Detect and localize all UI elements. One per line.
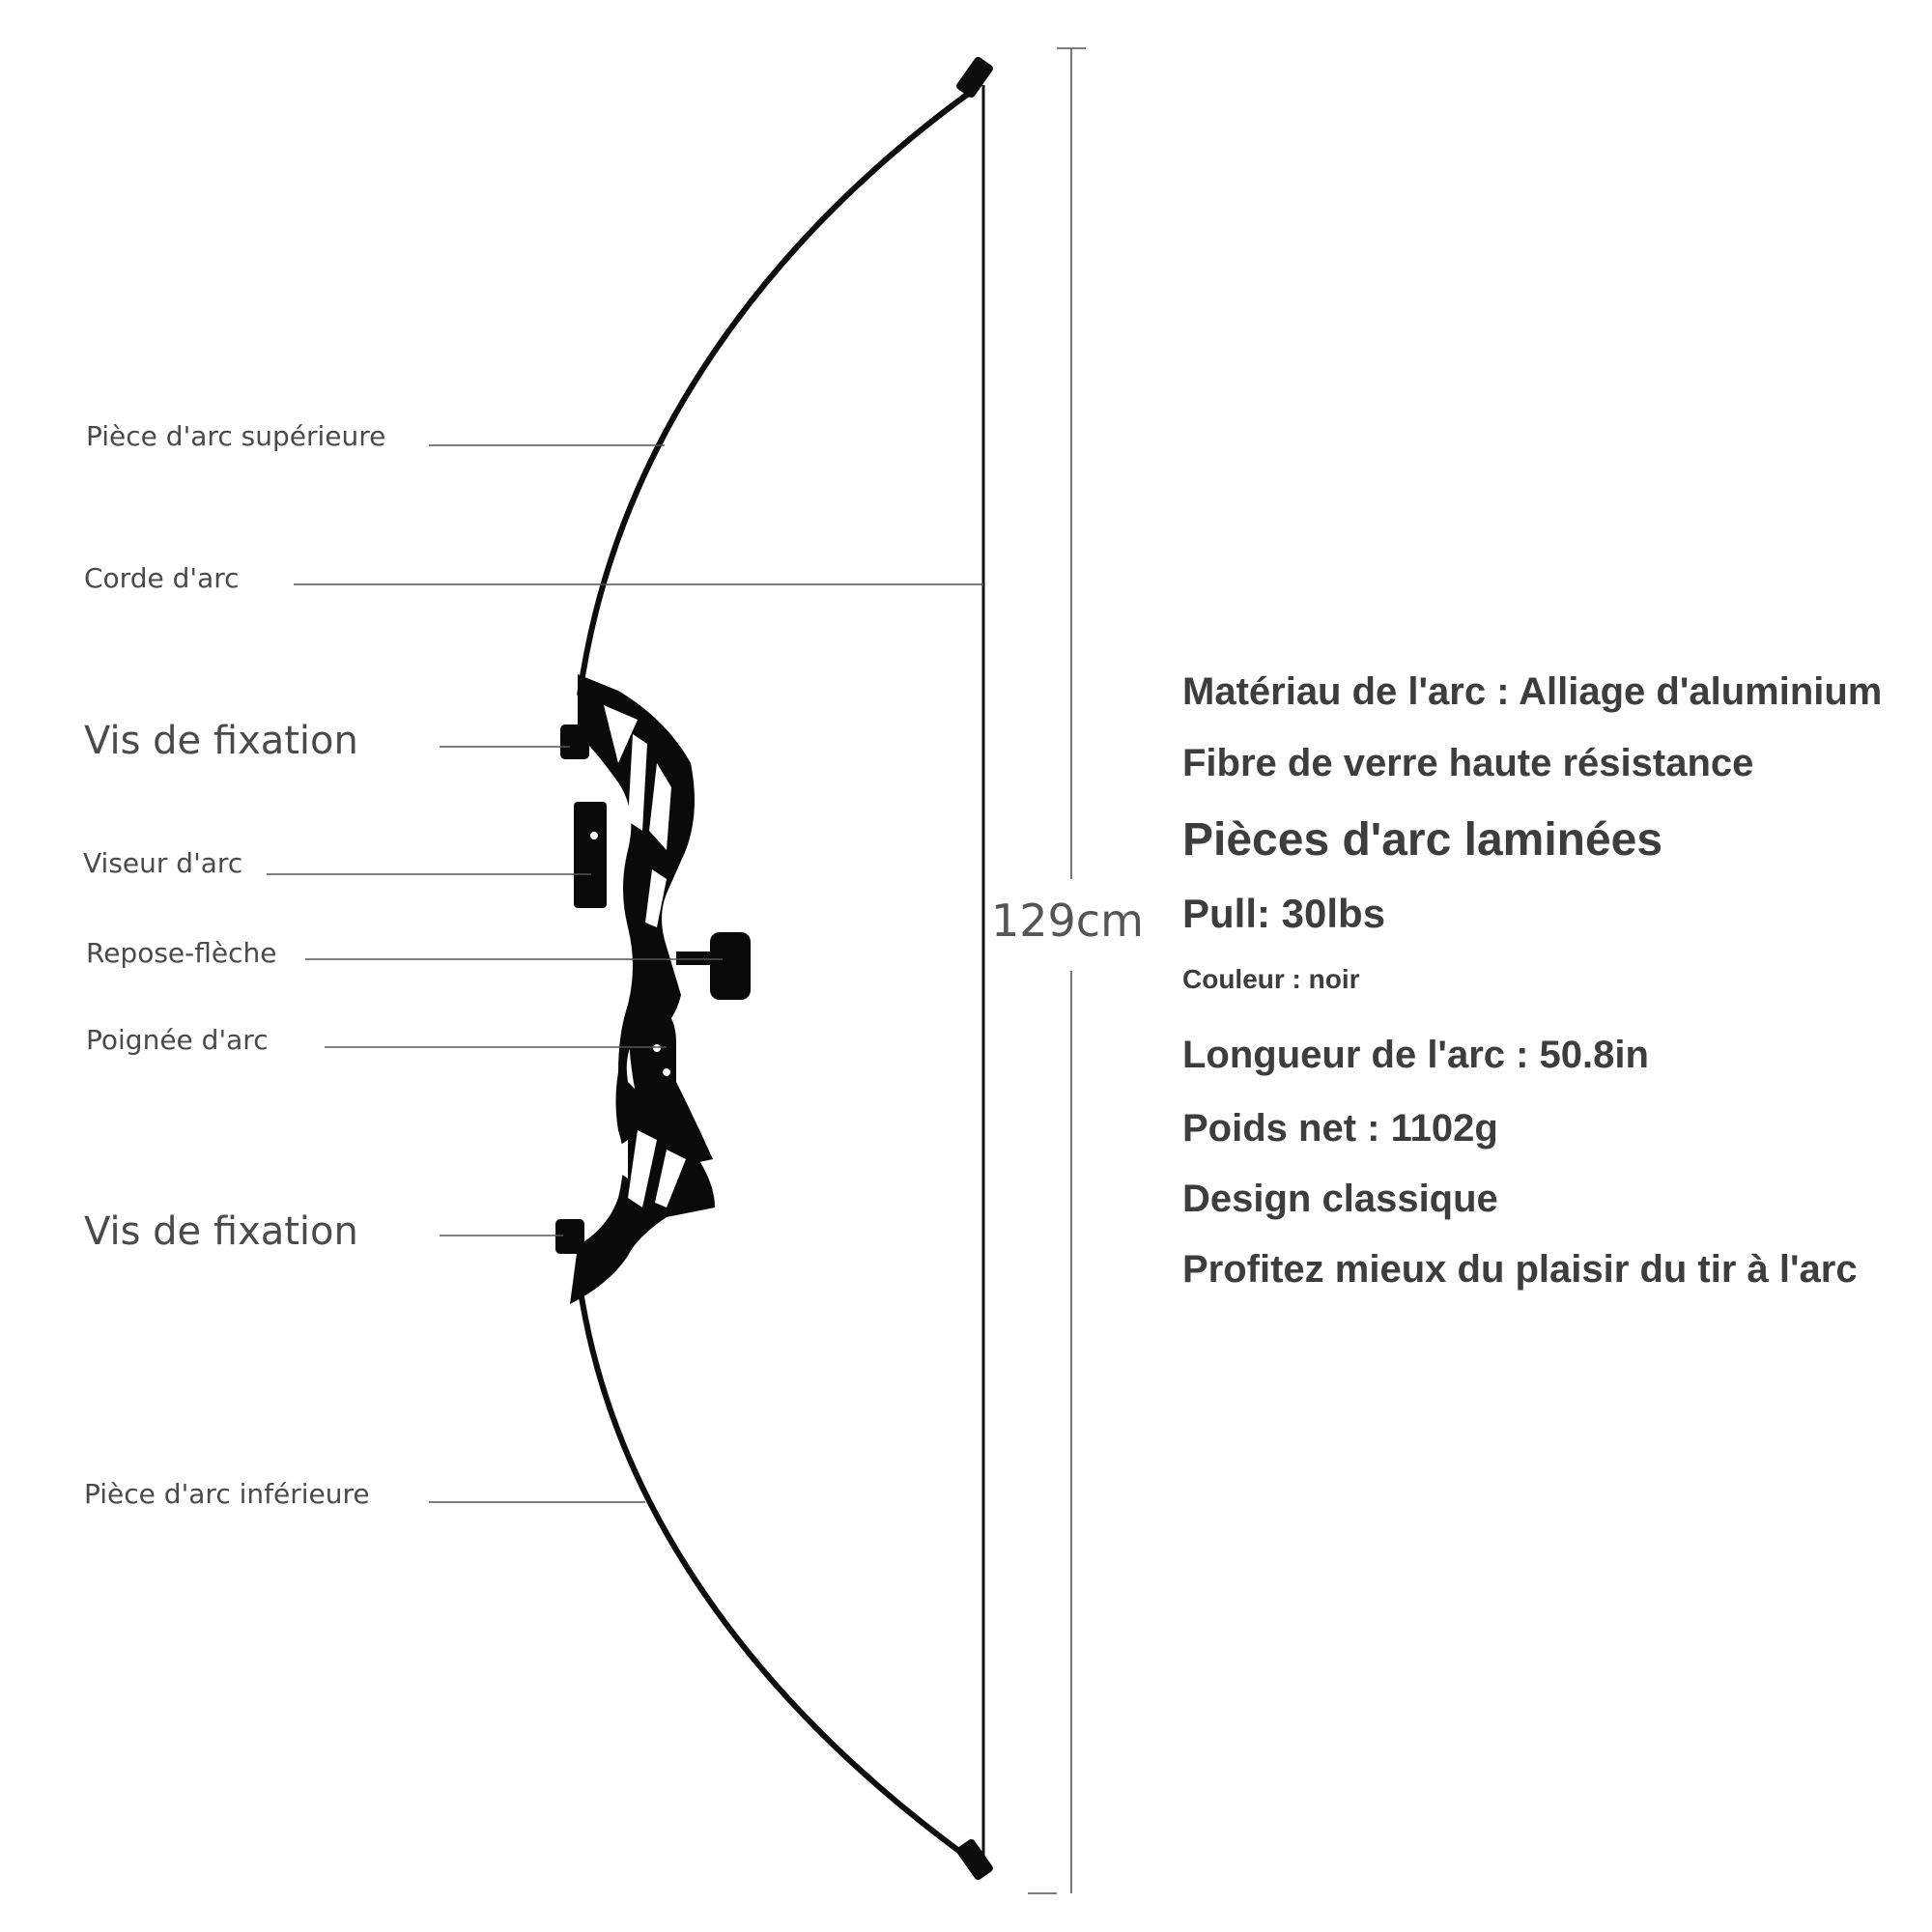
- grip-body: [628, 1003, 713, 1169]
- label-arrow-rest: Repose-flèche: [86, 937, 277, 969]
- arrow-rest-knob: [710, 932, 751, 1000]
- label-grip: Poignée d'arc: [86, 1024, 269, 1056]
- riser: [555, 674, 751, 1304]
- label-screw-bottom: Vis de fixation: [84, 1209, 358, 1254]
- screw-top: [560, 724, 589, 759]
- height-dimension: [1028, 47, 1086, 1894]
- spec-material: Matériau de l'arc : Alliage d'aluminium: [1182, 670, 1883, 713]
- spec-color: Couleur : noir: [1182, 964, 1360, 994]
- height-label: 129cm: [991, 895, 1144, 947]
- spec-laminated: Pièces d'arc laminées: [1182, 814, 1663, 866]
- spec-weight: Poids net : 1102g: [1182, 1107, 1498, 1150]
- sight-plate: [574, 802, 607, 908]
- riser-cutouts: [590, 705, 686, 1208]
- spec-length: Longueur de l'arc : 50.8in: [1182, 1034, 1649, 1076]
- screw-bottom: [555, 1219, 584, 1254]
- lower-limb-tip: [956, 1838, 993, 1881]
- upper-limb: [577, 84, 980, 696]
- spec-pull: Pull: 30lbs: [1182, 891, 1386, 936]
- lower-limb: [577, 1284, 980, 1867]
- label-upper-limb: Pièce d'arc supérieure: [86, 420, 386, 452]
- spec-design: Design classique: [1182, 1178, 1498, 1220]
- upper-limb-tip: [956, 56, 993, 99]
- spec-enjoy: Profitez mieux du plaisir du tir à l'arc: [1182, 1248, 1858, 1291]
- label-bowstring: Corde d'arc: [84, 562, 240, 594]
- label-screw-top: Vis de fixation: [84, 719, 358, 763]
- leader-lines: [267, 444, 983, 1503]
- spec-fiber: Fibre de verre haute résistance: [1182, 742, 1754, 784]
- label-sight: Viseur d'arc: [83, 847, 243, 879]
- label-lower-limb: Pièce d'arc inférieure: [84, 1478, 370, 1510]
